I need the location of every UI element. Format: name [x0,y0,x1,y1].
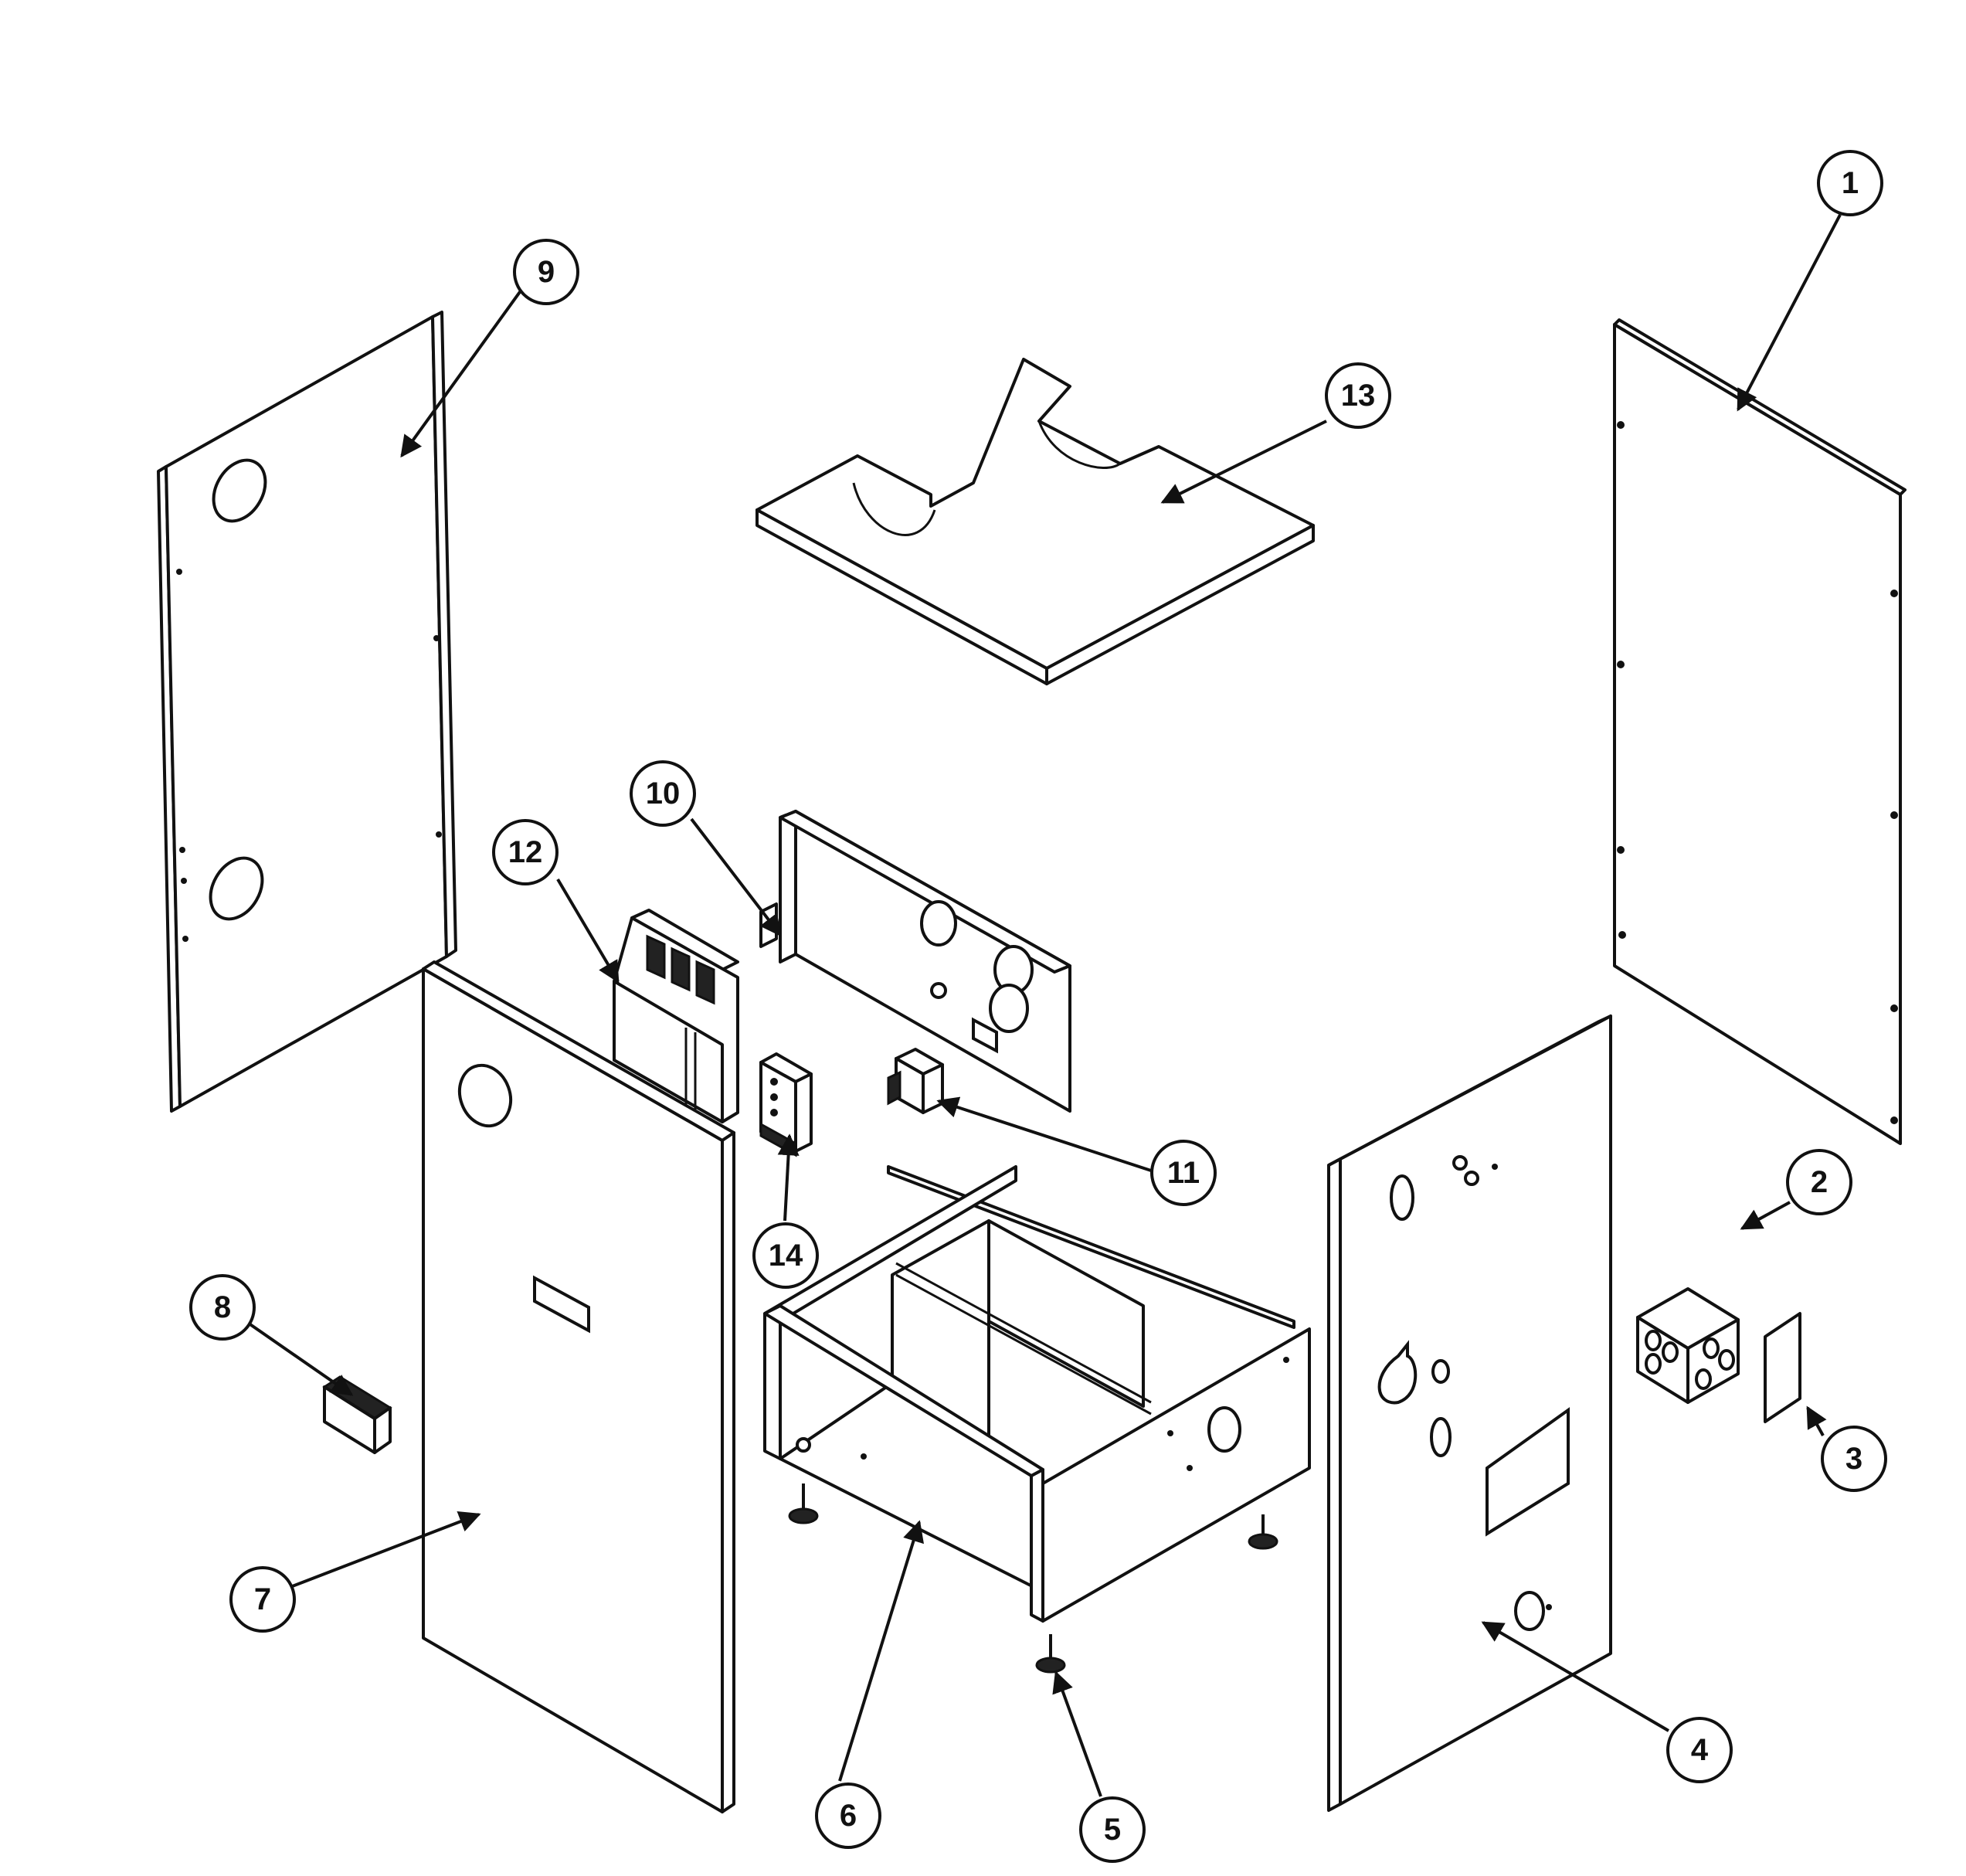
leader-3 [1806,1405,1827,1436]
foot-left [788,1483,819,1524]
callout-12-label: 12 [508,835,543,869]
leader-6 [838,1520,924,1782]
leader-9 [400,288,523,458]
callout-8: 8 [189,1274,256,1341]
part-6-base-frame [763,1165,1311,1623]
leader-10 [690,817,782,937]
part-7-front-door-panel [422,960,735,1813]
leader-8 [244,1320,354,1396]
leader-4 [1481,1621,1670,1732]
callout-9-label: 9 [538,255,555,289]
callout-4: 4 [1666,1717,1733,1783]
part-3-cover-plate [1764,1312,1801,1423]
part-8-switch-component [322,1375,392,1454]
leader-lines [244,214,1842,1797]
part-12-control-board [613,909,739,1123]
callout-4-label: 4 [1691,1733,1709,1767]
callout-12: 12 [492,819,559,885]
callout-5-label: 5 [1104,1813,1121,1847]
leader-14 [777,1133,800,1222]
leader-1 [1737,214,1842,412]
callout-10: 10 [630,760,696,827]
leader-12 [556,878,620,984]
callout-1: 1 [1817,150,1883,216]
callout-13-label: 13 [1341,379,1376,413]
callout-11: 11 [1150,1140,1217,1206]
leader-5 [1052,1670,1102,1797]
callout-11-label: 11 [1167,1156,1200,1190]
leader-11 [936,1096,1152,1172]
part-2-junction-box [1636,1287,1740,1404]
callout-7-label: 7 [254,1582,271,1616]
part-4-right-front-panel [1327,1014,1612,1812]
callouts: 1 2 3 4 5 6 7 8 [189,150,1887,1863]
callout-9: 9 [513,239,579,305]
foot-front [1035,1634,1066,1674]
callout-2: 2 [1786,1149,1852,1215]
part-11-transformer [887,1048,944,1114]
part-5-leveling-feet [788,1483,1278,1674]
callout-3: 3 [1821,1426,1887,1492]
callout-6-label: 6 [840,1799,857,1833]
callout-3-label: 3 [1845,1442,1862,1476]
callout-6: 6 [815,1783,881,1849]
leader-13 [1160,420,1327,504]
callout-2-label: 2 [1811,1165,1828,1199]
callout-8-label: 8 [214,1290,231,1324]
part-13-top-cover-panel [756,358,1315,685]
callout-10-label: 10 [646,777,681,811]
callout-1-label: 1 [1842,166,1859,200]
leader-2 [1740,1201,1791,1230]
callout-14-label: 14 [769,1239,803,1273]
part-10-control-bracket [759,810,1071,1113]
foot-right [1248,1514,1278,1550]
part-9-left-rear-panel [157,311,457,1113]
callout-14: 14 [752,1222,819,1289]
callout-13: 13 [1325,362,1391,429]
part-14-relay [759,1052,813,1157]
callout-5: 5 [1079,1796,1146,1863]
leader-7 [284,1511,481,1591]
part-1-right-side-panel [1613,318,1907,1145]
callout-7: 7 [229,1566,296,1633]
